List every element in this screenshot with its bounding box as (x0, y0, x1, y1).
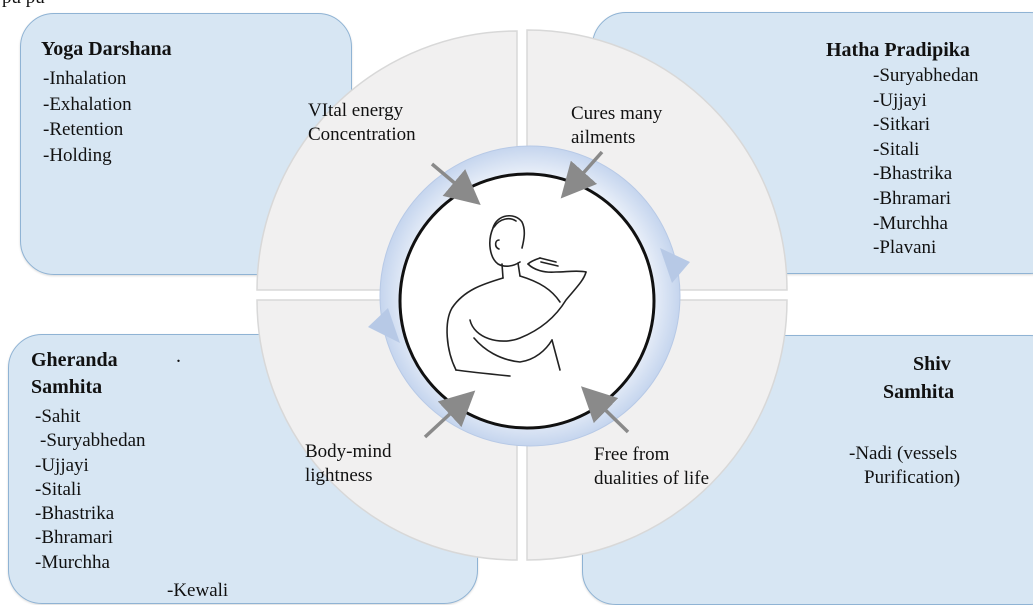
quadrant-text-bottom-left: Body-mind lightness (305, 440, 392, 488)
quadrant-text-top-left: VItal energy Concentration (308, 99, 416, 147)
quadrant-text-line: Cures many (571, 102, 662, 126)
quadrant-text-bottom-right: Free from dualities of life (594, 443, 709, 491)
quadrant-text-line: Body-mind (305, 440, 392, 464)
quadrant-text-line: Concentration (308, 123, 416, 147)
quadrant-text-line: Free from (594, 443, 709, 467)
quadrant-text-line: dualities of life (594, 467, 709, 491)
central-diagram (0, 0, 1033, 582)
gheranda-extra-item: -Kewali (167, 580, 228, 602)
quadrant-text-top-right: Cures many ailments (571, 102, 662, 150)
quadrant-text-line: ailments (571, 126, 662, 150)
quadrant-text-line: VItal energy (308, 99, 416, 123)
quadrant-text-line: lightness (305, 464, 392, 488)
center-circle (400, 174, 654, 428)
